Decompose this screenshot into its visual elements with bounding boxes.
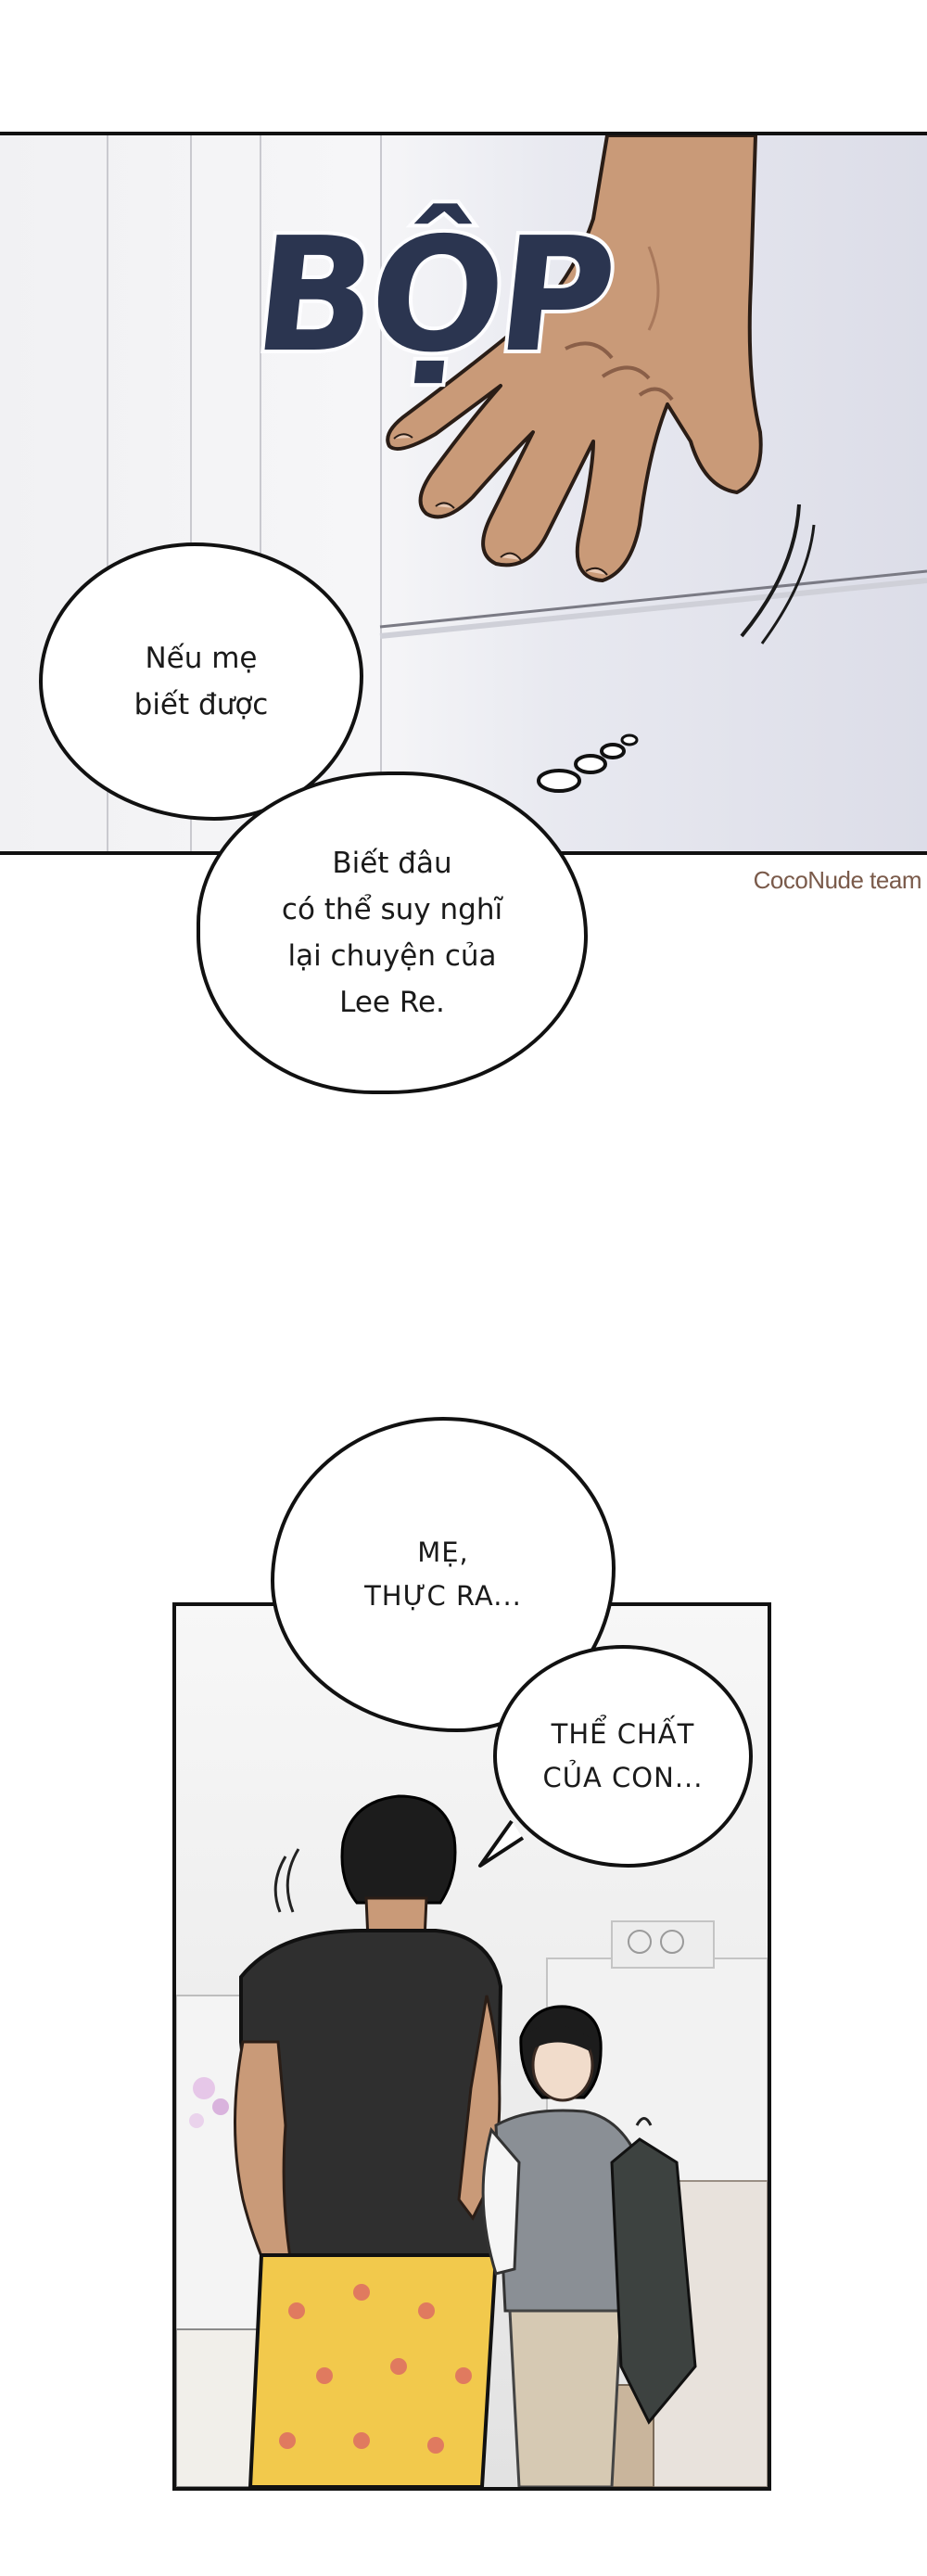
speech-bubble-2: Biết đâu có thể suy nghĩ lại chuyện của … xyxy=(197,772,588,1094)
speech-text: Nếu mẹ biết được xyxy=(133,641,269,721)
speech-bubble-1: Nếu mẹ biết được xyxy=(39,542,363,821)
speech-tail xyxy=(478,1819,525,1868)
watermark: CocoNude team xyxy=(753,866,922,894)
hand-illustration xyxy=(379,135,927,644)
thought-tail-dots xyxy=(537,733,639,793)
wall-slat xyxy=(190,135,192,851)
speech-text: Biết đâu có thể suy nghĩ lại chuyện của … xyxy=(281,846,503,1020)
characters-illustration xyxy=(176,1794,768,2487)
wall-slat xyxy=(107,135,108,851)
speech-bubble-4: THỂ CHẤT CỦA CON... xyxy=(493,1645,753,1868)
speech-bubble-3: MẸ, THỰC RA... xyxy=(271,1417,616,1732)
sound-effect-text: BỘP xyxy=(243,200,622,391)
wall-slat xyxy=(380,135,382,851)
speech-text: THỂ CHẤT CỦA CON... xyxy=(542,1718,704,1793)
wall-slat xyxy=(260,135,261,851)
panel-two-characters xyxy=(172,1602,771,2491)
speech-text: MẸ, THỰC RA... xyxy=(364,1537,522,1612)
